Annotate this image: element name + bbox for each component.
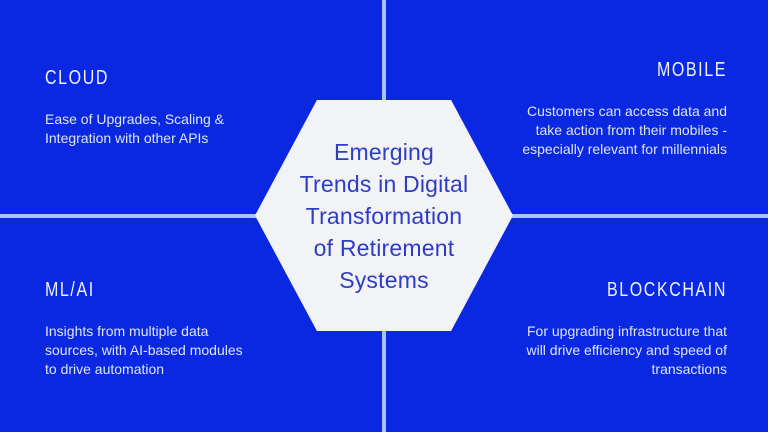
- mobile-description: Customers can access data and take actio…: [522, 103, 727, 157]
- mlai-description: Insights from multiple data sources, wit…: [45, 323, 243, 377]
- quadrant-mobile: MOBILE Customers can access data and tak…: [417, 58, 727, 159]
- mlai-heading: ML/AI: [45, 279, 95, 301]
- quadrant-blockchain: BLOCKCHAIN For upgrading infrastructure …: [417, 278, 727, 379]
- center-hexagon: Emerging Trends in Digital Transformatio…: [255, 100, 513, 331]
- blockchain-heading: BLOCKCHAIN: [606, 279, 727, 301]
- quadrant-cloud: CLOUD Ease of Upgrades, Scaling & Integr…: [45, 66, 355, 148]
- blockchain-description: For upgrading infrastructure that will d…: [526, 323, 727, 377]
- quadrant-mlai: ML/AI Insights from multiple data source…: [45, 278, 355, 379]
- cloud-heading: CLOUD: [45, 67, 110, 89]
- slide-title: Emerging Trends in Digital Transformatio…: [299, 138, 469, 293]
- mobile-heading: MOBILE: [656, 59, 727, 81]
- cloud-description: Ease of Upgrades, Scaling & Integration …: [45, 111, 224, 146]
